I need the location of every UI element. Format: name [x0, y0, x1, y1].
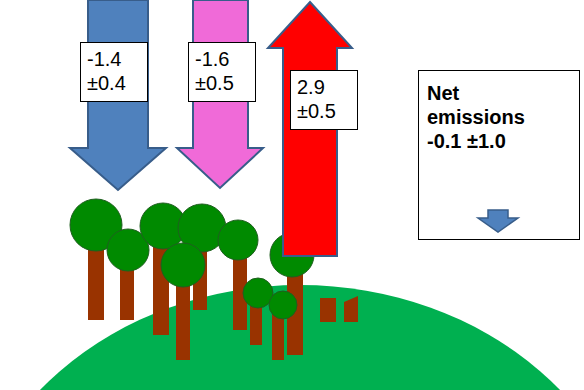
value-text: -1.4 ±0.4 — [87, 47, 139, 95]
value-text: -1.6 ±0.5 — [195, 47, 247, 95]
downward-arrow — [177, 0, 263, 188]
downward-arrow — [70, 0, 166, 190]
tree-crowns — [70, 199, 314, 319]
summary-text: Net emissions -0.1 ±1.0 — [427, 81, 539, 153]
value-box: 2.9 ±0.5 — [290, 70, 358, 130]
small-down-arrow — [478, 210, 518, 232]
value-box: -1.6 ±0.5 — [188, 42, 256, 102]
value-box: -1.4 ±0.4 — [80, 42, 148, 102]
value-text: 2.9 ±0.5 — [297, 75, 349, 123]
summary-box: Net emissions -0.1 ±1.0 — [418, 70, 580, 240]
